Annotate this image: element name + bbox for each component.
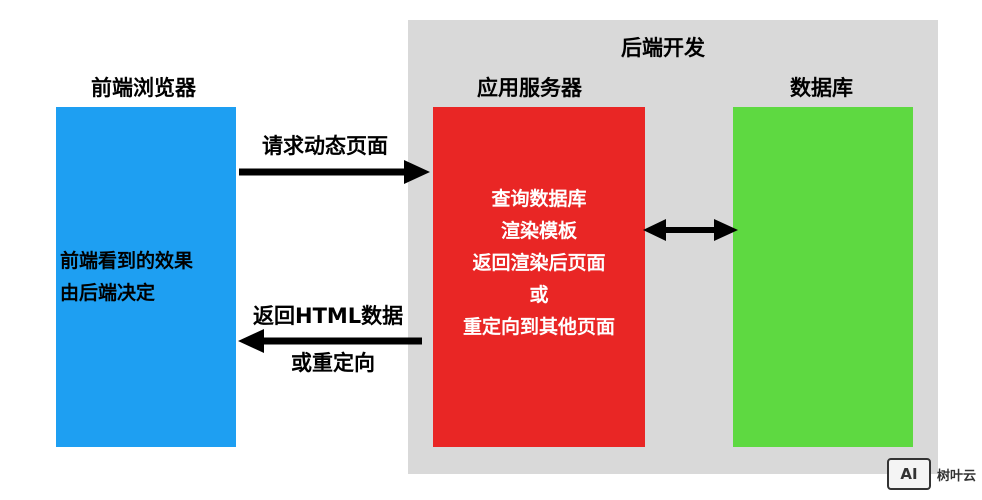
app-server-line: 重定向到其他页面 xyxy=(462,316,615,338)
app-database-arrow xyxy=(643,219,738,241)
app-server-line: 渲染模板 xyxy=(500,220,577,242)
app-server-line: 返回渲染后页面 xyxy=(472,252,606,274)
response-label-alt: 或重定向 xyxy=(291,351,375,375)
request-label: 请求动态页面 xyxy=(262,134,388,158)
response-label: 返回HTML数据 xyxy=(253,304,404,328)
database-title: 数据库 xyxy=(790,76,853,100)
app-server-line: 或 xyxy=(529,284,549,306)
watermark: AI 树叶云 xyxy=(886,458,976,490)
app-server-title: 应用服务器 xyxy=(477,76,582,100)
browser-line: 前端看到的效果 xyxy=(60,250,194,272)
watermark-text: 树叶云 xyxy=(936,468,976,484)
browser-box: 前端看到的效果 由后端决定 xyxy=(56,107,236,447)
backend-title: 后端开发 xyxy=(621,36,705,60)
response-arrow xyxy=(238,329,422,353)
browser-title: 前端浏览器 xyxy=(91,76,196,100)
app-server-box: 查询数据库 渲染模板 返回渲染后页面 或 重定向到其他页面 xyxy=(433,107,645,447)
watermark-logo-icon: AI xyxy=(886,458,931,490)
browser-line: 由后端决定 xyxy=(60,282,156,304)
database-box xyxy=(733,107,913,447)
request-arrow xyxy=(239,160,430,184)
app-server-line: 查询数据库 xyxy=(491,188,587,210)
